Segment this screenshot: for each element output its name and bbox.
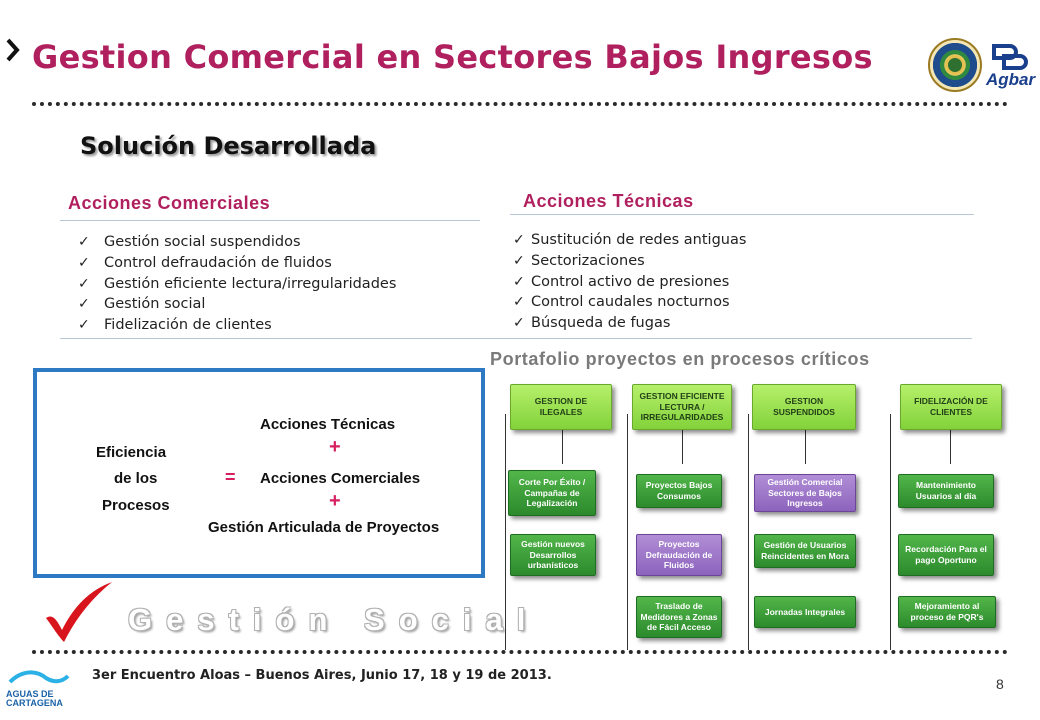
- portfolio-head-fidelizacion: FIDELIZACIÓN DE CLIENTES: [900, 384, 1002, 430]
- connector-line: [682, 430, 683, 464]
- equation-plus: +: [329, 436, 341, 458]
- header-divider: [32, 102, 1008, 106]
- gestion-social-label: Gestión Social: [128, 602, 540, 637]
- portfolio-item: Traslado de Medidores a Zonas de Fácil A…: [636, 596, 722, 638]
- portfolio-item: Gestión de Usuarios Reincidentes en Mora: [754, 534, 856, 568]
- equation-term-tecnicas: Acciones Técnicas: [260, 416, 396, 433]
- efficiency-equation-box: [33, 368, 485, 578]
- agbar-logo-icon: [992, 44, 1028, 70]
- connector-line: [562, 430, 563, 464]
- logo-text-1: AGUAS DE: [6, 689, 54, 699]
- page-number: 8: [996, 676, 1004, 692]
- acciones-comerciales-list: ✓Gestión social suspendidos ✓Control def…: [78, 232, 396, 336]
- connector-line: [805, 430, 806, 464]
- check-icon: ✓: [513, 294, 525, 311]
- portfolio-head-lectura: GESTION EFICIENTE LECTURA / IRREGULARIDA…: [632, 384, 732, 430]
- portfolio-item: Proyectos Defraudación de Fluidos: [636, 534, 722, 576]
- portfolio-item: Jornadas Integrales: [754, 596, 856, 628]
- list-item: ✓Gestión eficiente lectura/irregularidad…: [78, 274, 396, 295]
- check-icon: ✓: [513, 232, 525, 248]
- portfolio-item: Gestión Comercial Sectores de Bajos Ingr…: [754, 474, 856, 512]
- check-icon: ✓: [78, 254, 90, 271]
- connector-line: [505, 414, 506, 650]
- check-icon: ✓: [78, 317, 90, 334]
- check-icon: ✓: [513, 252, 525, 269]
- page-title: Gestion Comercial en Sectores Bajos Ingr…: [32, 38, 873, 76]
- portfolio-item: Mantenimiento Usuarios al día: [898, 474, 994, 508]
- wave-icon: [8, 670, 70, 684]
- list-item: ✓Control activo de presiones: [513, 272, 746, 293]
- connector-line: [627, 414, 628, 650]
- acciones-tecnicas-list: ✓Sustitución de redes antiguas ✓Sectoriz…: [513, 230, 746, 334]
- checkmark-icon: [46, 582, 112, 642]
- footer-event-text: 3er Encuentro Aloas – Buenos Aires, Juni…: [92, 668, 552, 683]
- city-seal-icon: [928, 38, 982, 92]
- equation-left-2: de los: [114, 470, 158, 487]
- list-item: ✓Fidelización de clientes: [78, 315, 396, 336]
- list-item: ✓Gestión social: [78, 294, 396, 315]
- portfolio-item: Proyectos Bajos Consumos: [636, 474, 722, 508]
- list-item: ✓Control defraudación de fluidos: [78, 253, 396, 274]
- portfolio-head-ilegales: GESTION DE ILEGALES: [510, 384, 612, 430]
- check-icon: ✓: [78, 296, 90, 313]
- portfolio-heading: Portafolio proyectos en procesos crítico…: [490, 349, 870, 369]
- connector-line: [950, 430, 951, 464]
- list-item: ✓Sectorizaciones: [513, 251, 746, 272]
- check-icon: ✓: [78, 234, 90, 250]
- equation-term-comerciales: Acciones Comerciales: [260, 470, 421, 487]
- check-icon: ✓: [78, 275, 90, 292]
- equation-equals: =: [225, 467, 236, 487]
- list-item: ✓Sustitución de redes antiguas: [513, 230, 746, 251]
- connector-line: [748, 414, 749, 650]
- agbar-logo-text: Agbar: [986, 70, 1036, 89]
- section-subtitle: Solución Desarrollada: [80, 132, 377, 160]
- portfolio-item: Gestión nuevos Desarrollos urbanísticos: [510, 534, 596, 576]
- footer-divider: [32, 650, 1008, 654]
- divider-left: [60, 220, 480, 221]
- list-item: ✓Control caudales nocturnos: [513, 292, 746, 313]
- connector-line: [890, 414, 891, 650]
- equation-left-3: Procesos: [102, 497, 170, 514]
- equation-left-1: Eficiencia: [96, 444, 167, 461]
- acciones-tecnicas-heading: Acciones Técnicas: [523, 191, 694, 211]
- portfolio-item: Mejoramiento al proceso de PQR's: [898, 596, 996, 628]
- check-icon: ✓: [513, 315, 525, 332]
- equation-plus: +: [329, 490, 341, 512]
- logo-text-2: CARTAGENA: [6, 698, 63, 708]
- divider-middle: [60, 338, 972, 339]
- portfolio-item: Recordación Para el pago Oportuno: [898, 534, 994, 576]
- aguas-de-cartagena-logo: AGUAS DE CARTAGENA: [6, 668, 72, 720]
- portfolio-head-suspendidos: GESTION SUSPENDIDOS: [752, 384, 856, 430]
- portfolio-item: Corte Por Éxito / Campañas de Legalizaci…: [508, 470, 596, 516]
- chevron-right-icon: [6, 38, 20, 62]
- equation-term-gestion: Gestión Articulada de Proyectos: [208, 519, 440, 536]
- check-icon: ✓: [513, 273, 525, 290]
- list-item: ✓Gestión social suspendidos: [78, 232, 396, 253]
- acciones-comerciales-heading: Acciones Comerciales: [68, 193, 271, 213]
- list-item: ✓Búsqueda de fugas: [513, 313, 746, 334]
- divider-right: [510, 214, 974, 215]
